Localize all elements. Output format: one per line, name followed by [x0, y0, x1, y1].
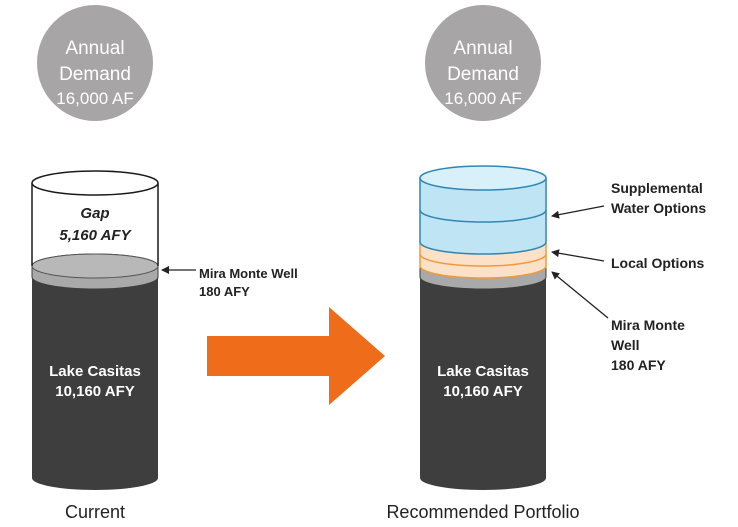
well-label-line3: 180 AFY — [611, 357, 666, 373]
caption-recommended: Recommended Portfolio — [386, 502, 579, 522]
gap-title: Gap — [80, 205, 109, 222]
gap-top — [31, 170, 159, 196]
demand-line3: 16,000 AF — [56, 89, 134, 108]
well-label-line1: Mira Monte — [611, 317, 685, 333]
demand-circle-current: Annual Demand 16,000 AF — [37, 5, 153, 121]
lake-label-line1: Lake Casitas — [437, 363, 529, 380]
supplemental-label-line2: Water Options — [611, 200, 706, 216]
supplemental-pointer — [551, 205, 605, 219]
supplemental-segment — [419, 177, 547, 255]
well-label-line2: Well — [611, 337, 640, 353]
demand-line1: Annual — [65, 38, 124, 59]
demand-line2: Demand — [59, 64, 131, 85]
demand-line2: Demand — [447, 64, 519, 85]
gap-value: 5,160 AFY — [59, 227, 132, 244]
lake-segment — [32, 266, 158, 490]
cylinder-current: Gap 5,160 AFY Lake Casitas 10,160 AFY — [31, 170, 159, 490]
lake-segment — [420, 266, 546, 490]
local-pointer — [551, 249, 605, 262]
well-pointer — [551, 271, 609, 319]
lake-label-line2: 10,160 AFY — [443, 383, 523, 400]
transition-arrow — [207, 307, 385, 405]
well-label-line1: Mira Monte Well — [199, 266, 298, 281]
demand-circle-recommended: Annual Demand 16,000 AF — [425, 5, 541, 121]
demand-line1: Annual — [453, 38, 512, 59]
lake-label-line1: Lake Casitas — [49, 363, 141, 380]
demand-line3: 16,000 AF — [444, 89, 522, 108]
gap-walls — [31, 183, 159, 266]
well-label-line2: 180 AFY — [199, 284, 250, 299]
local-options-label: Local Options — [611, 255, 705, 271]
caption-current: Current — [65, 502, 125, 522]
lake-label-line2: 10,160 AFY — [55, 383, 135, 400]
cylinder-recommended: Lake Casitas 10,160 AFY — [419, 165, 547, 490]
supplemental-label-line1: Supplemental — [611, 180, 703, 196]
